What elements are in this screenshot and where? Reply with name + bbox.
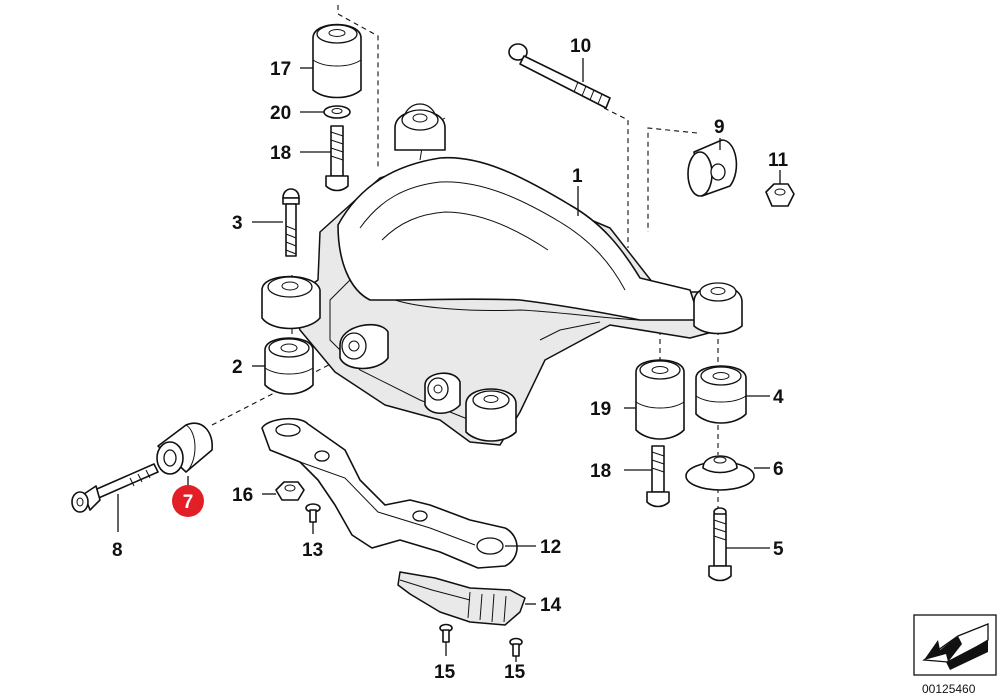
bushing-part-17 (312, 23, 362, 99)
callout-14[interactable]: 14 (540, 595, 562, 616)
callout-7[interactable]: 7 (183, 492, 194, 513)
leader-lines (117, 58, 781, 662)
shield-part-14 (397, 571, 526, 626)
callout-13[interactable]: 13 (302, 540, 323, 561)
nut-part-11 (765, 183, 795, 207)
screw-part-15-left (439, 623, 453, 643)
bushing-part-19 (635, 359, 685, 440)
callout-18-upper[interactable]: 18 (270, 143, 291, 164)
bolt-part-5 (708, 507, 732, 582)
washer-part-20 (323, 105, 351, 119)
bolt-part-18-lower (646, 445, 670, 508)
callout-2[interactable]: 2 (232, 357, 243, 378)
callout-3[interactable]: 3 (232, 213, 243, 234)
callout-15-left[interactable]: 15 (434, 662, 456, 683)
bolt-part-3 (282, 188, 300, 257)
callout-17[interactable]: 17 (270, 59, 291, 80)
callout-18-lower[interactable]: 18 (590, 461, 611, 482)
callout-12[interactable]: 12 (540, 537, 561, 558)
bolt-part-18-upper (325, 125, 349, 192)
callout-4[interactable]: 4 (773, 387, 784, 408)
callout-10[interactable]: 10 (570, 36, 591, 57)
callout-11[interactable]: 11 (768, 150, 789, 171)
bolt-part-8 (71, 463, 159, 513)
bushing-part-7 (156, 422, 213, 475)
direction-arrow-icon (913, 614, 997, 676)
callout-19[interactable]: 19 (590, 399, 611, 420)
bracket-part-12 (261, 417, 518, 569)
stop-plate-part-6 (685, 455, 755, 491)
highlighted-callout-7[interactable]: 7 (172, 485, 204, 517)
bushing-part-4 (695, 365, 747, 424)
callout-8[interactable]: 8 (112, 540, 123, 561)
nut-part-16 (275, 481, 305, 501)
callout-15-right[interactable]: 15 (504, 662, 526, 683)
callout-16[interactable]: 16 (232, 485, 253, 506)
callout-6[interactable]: 6 (773, 459, 784, 480)
catalog-number: 00125460 (922, 682, 976, 696)
callout-9[interactable]: 9 (714, 117, 725, 138)
highlight-marker (172, 485, 204, 517)
bushing-part-9 (687, 139, 738, 197)
screw-part-15-right (509, 637, 523, 657)
callout-1[interactable]: 1 (572, 166, 583, 187)
screw-part-13 (305, 503, 321, 523)
callout-5[interactable]: 5 (773, 539, 784, 560)
bushing-part-2 (264, 337, 314, 395)
callout-labels: 17 20 18 3 2 1 10 9 11 4 6 5 19 18 8 16 … (112, 36, 789, 683)
callout-20[interactable]: 20 (270, 103, 291, 124)
axle-carrier-part-1 (261, 103, 743, 446)
bolt-part-10 (508, 43, 611, 109)
